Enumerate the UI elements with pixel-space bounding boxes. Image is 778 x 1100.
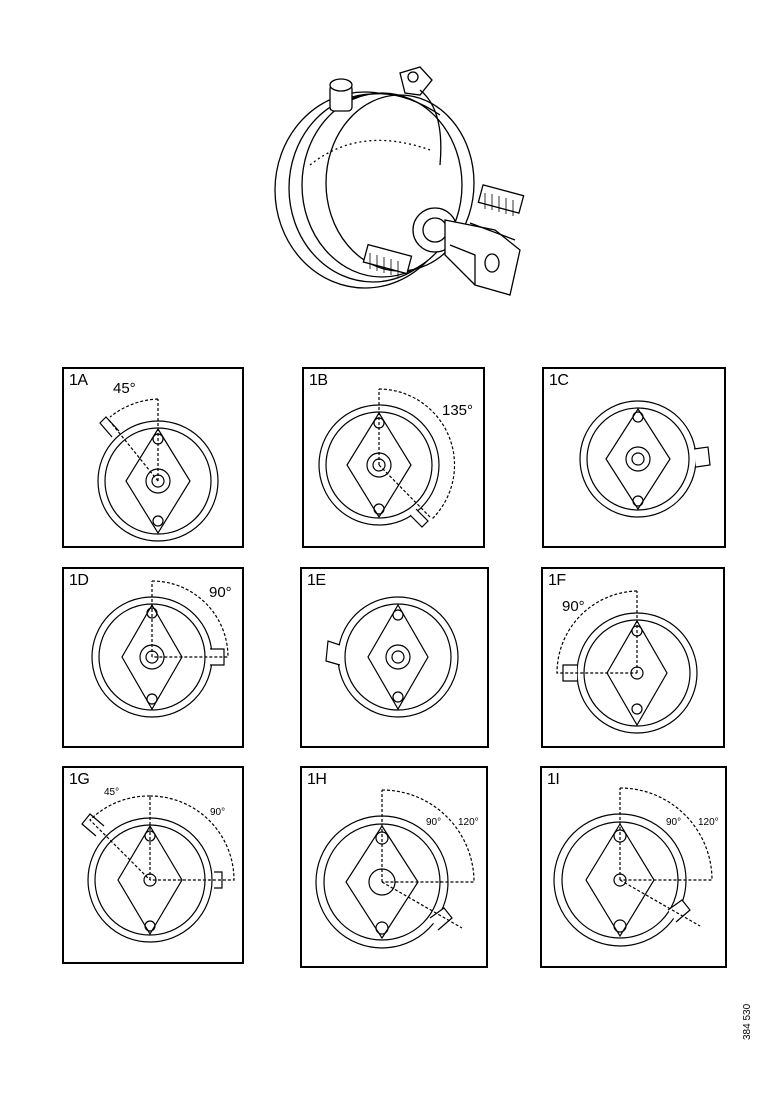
brake-chamber-illustration bbox=[270, 55, 540, 315]
panel-1I: 1I 90° 120° bbox=[540, 766, 727, 968]
chamber-view-1A bbox=[64, 369, 244, 548]
panel-1C: 1C bbox=[542, 367, 726, 548]
angle-label: 45° bbox=[104, 787, 120, 798]
panel-label: 1C bbox=[549, 372, 569, 389]
chamber-view-1D bbox=[64, 569, 244, 748]
angle-label: 45° bbox=[113, 380, 136, 397]
panel-1D: 1D 90° bbox=[62, 567, 244, 748]
angle-label: 90° bbox=[666, 817, 682, 828]
panel-label: 1D bbox=[69, 572, 89, 589]
panel-1G: 1G 45° 90° bbox=[62, 766, 244, 964]
brake-chamber-icon bbox=[275, 67, 524, 295]
panel-1A: 1A 45° bbox=[62, 367, 244, 548]
document-id: 384 530 bbox=[742, 1003, 753, 1040]
angle-label: 120° bbox=[458, 817, 479, 828]
angle-label: 90° bbox=[210, 807, 226, 818]
panel-1H: 1H 90° 120° bbox=[300, 766, 488, 968]
angle-label: 120° bbox=[698, 817, 719, 828]
chamber-view-1H bbox=[302, 768, 488, 968]
chamber-view-1B bbox=[304, 369, 485, 548]
angle-label: 90° bbox=[426, 817, 442, 828]
panel-1B: 1B 135° bbox=[302, 367, 485, 548]
chamber-view-1E bbox=[302, 569, 489, 748]
chamber-view-1C bbox=[544, 369, 726, 548]
angle-label: 90° bbox=[209, 584, 232, 601]
panel-label: 1F bbox=[548, 572, 566, 589]
chamber-view-1G bbox=[64, 768, 244, 964]
angle-label: 135° bbox=[442, 402, 474, 419]
panel-label: 1H bbox=[307, 771, 327, 788]
angle-label: 90° bbox=[562, 598, 585, 615]
panel-label: 1A bbox=[69, 372, 88, 389]
chamber-view-1I bbox=[542, 768, 727, 968]
panel-1E: 1E bbox=[300, 567, 489, 748]
panel-label: 1I bbox=[547, 771, 560, 788]
panel-label: 1E bbox=[307, 572, 326, 589]
panel-label: 1B bbox=[309, 372, 328, 389]
panel-1F: 1F 90° bbox=[541, 567, 725, 748]
chamber-view-1F bbox=[543, 569, 725, 748]
panel-label: 1G bbox=[69, 771, 90, 788]
